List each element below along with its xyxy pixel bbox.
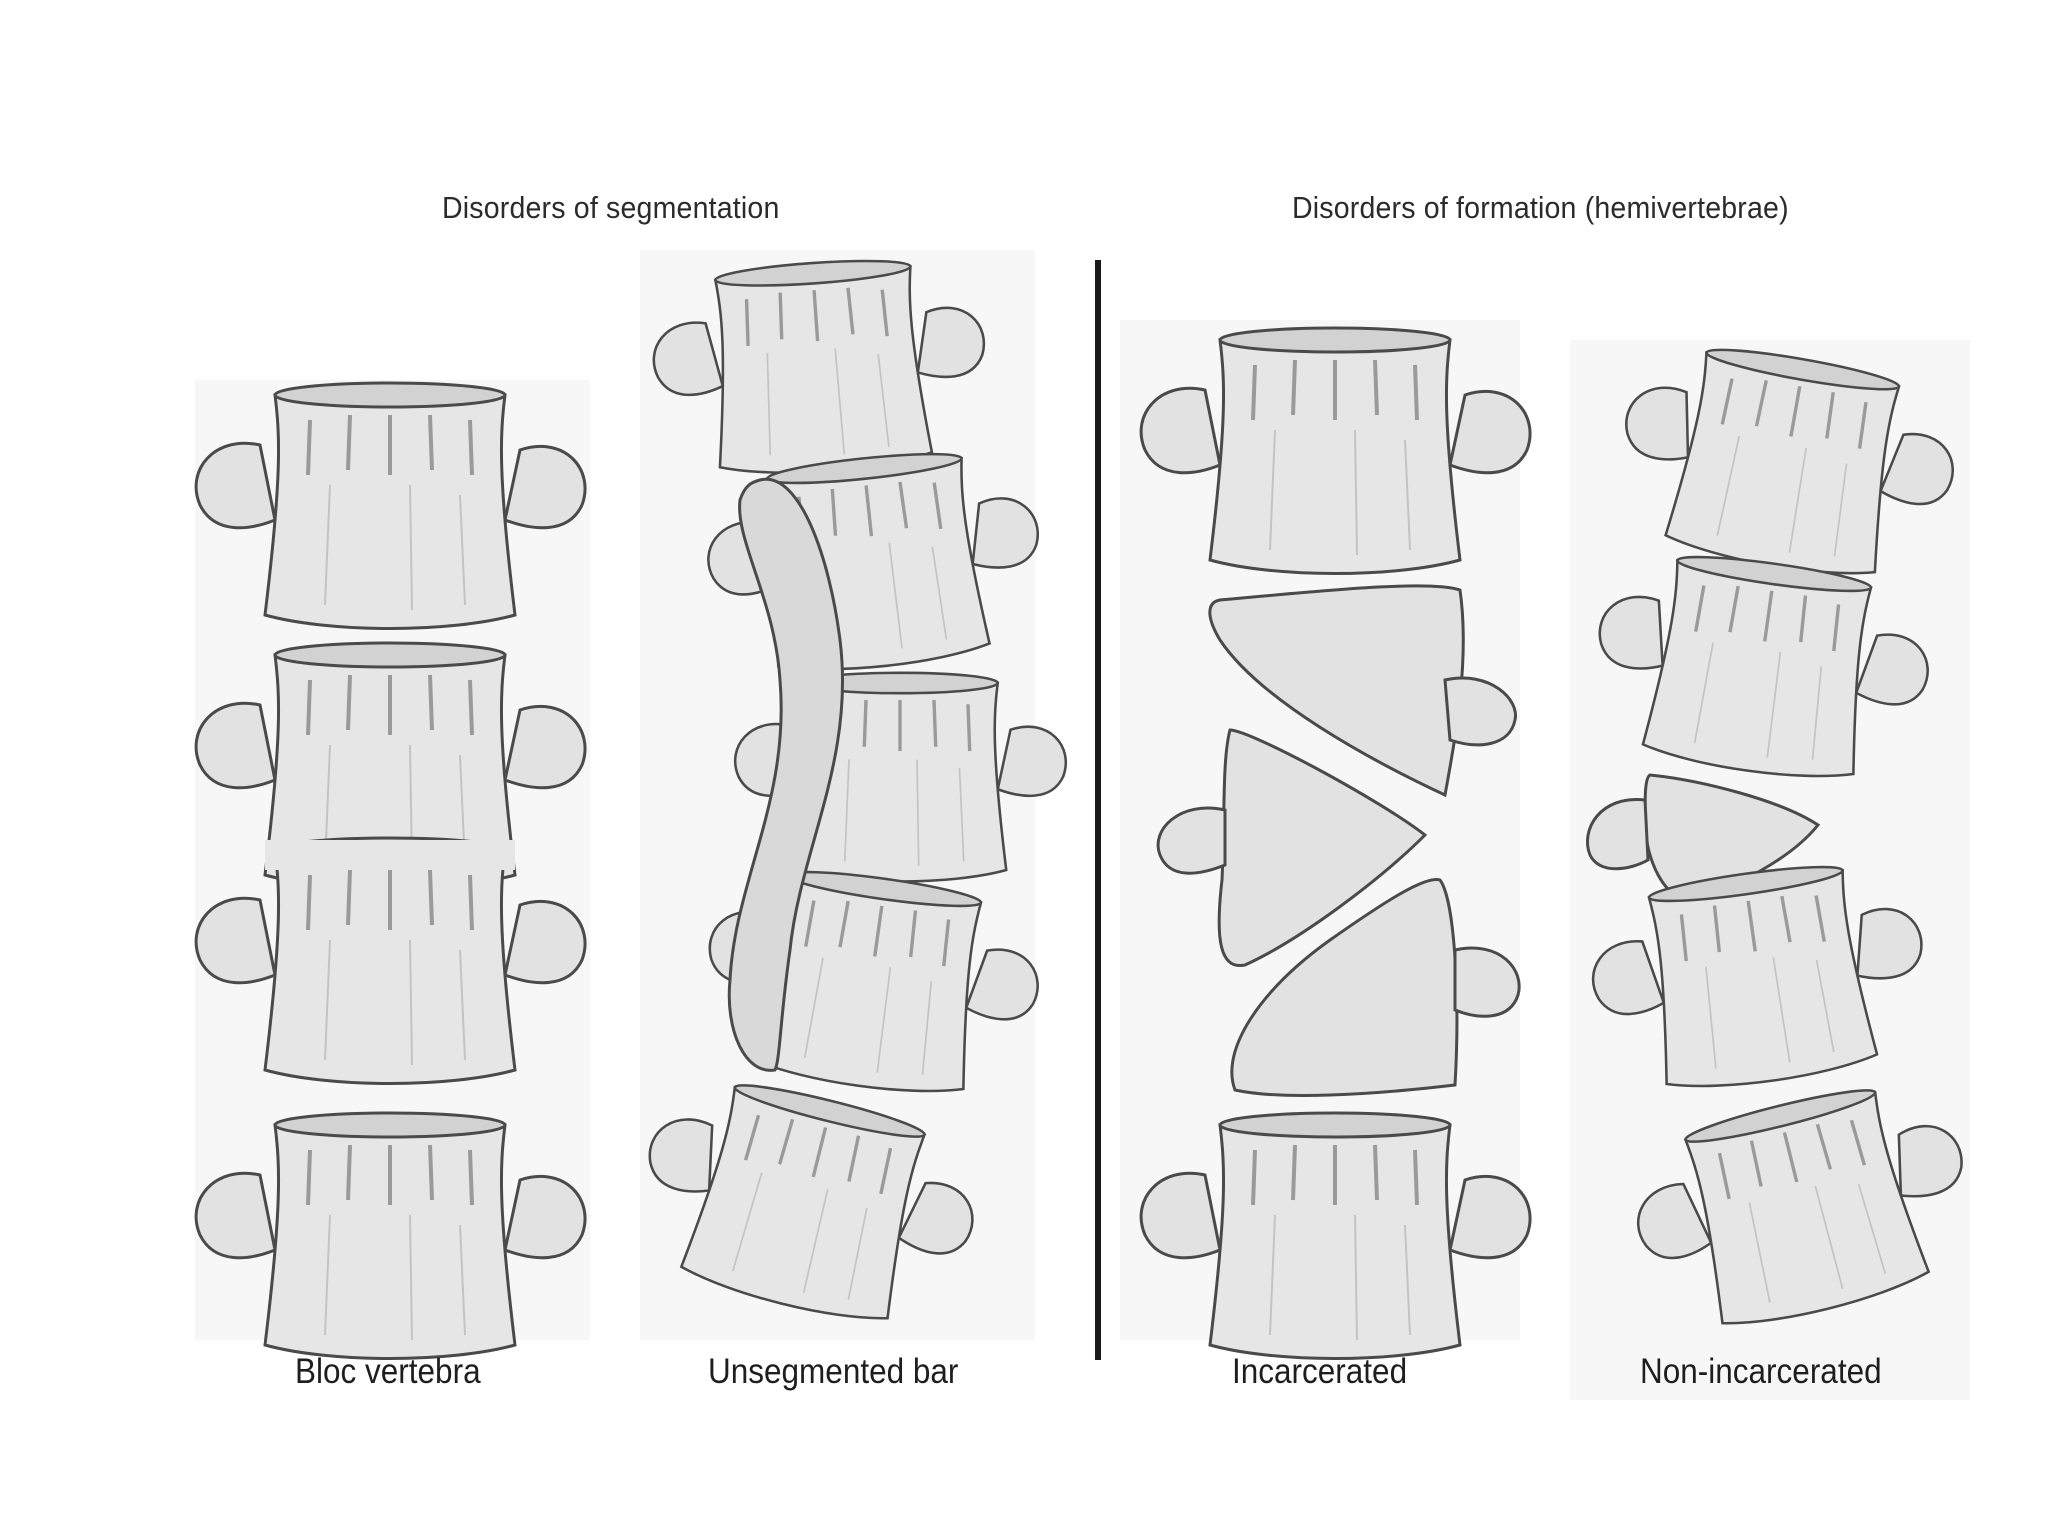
label-incarcerated: Incarcerated xyxy=(1232,1352,1408,1391)
bloc-vertebra-column xyxy=(194,381,588,1361)
non-incarcerated-column xyxy=(1579,329,1991,1351)
label-non-incarcerated: Non-incarcerated xyxy=(1640,1352,1882,1391)
heading-formation: Disorders of formation (hemivertebrae) xyxy=(1292,190,1789,225)
label-unsegmented-bar: Unsegmented bar xyxy=(708,1352,959,1391)
incarcerated-column xyxy=(1139,326,1533,1361)
unsegmented-bar-column xyxy=(620,249,1068,1346)
heading-segmentation: Disorders of segmentation xyxy=(442,190,780,225)
label-bloc-vertebra: Bloc vertebra xyxy=(295,1352,481,1391)
